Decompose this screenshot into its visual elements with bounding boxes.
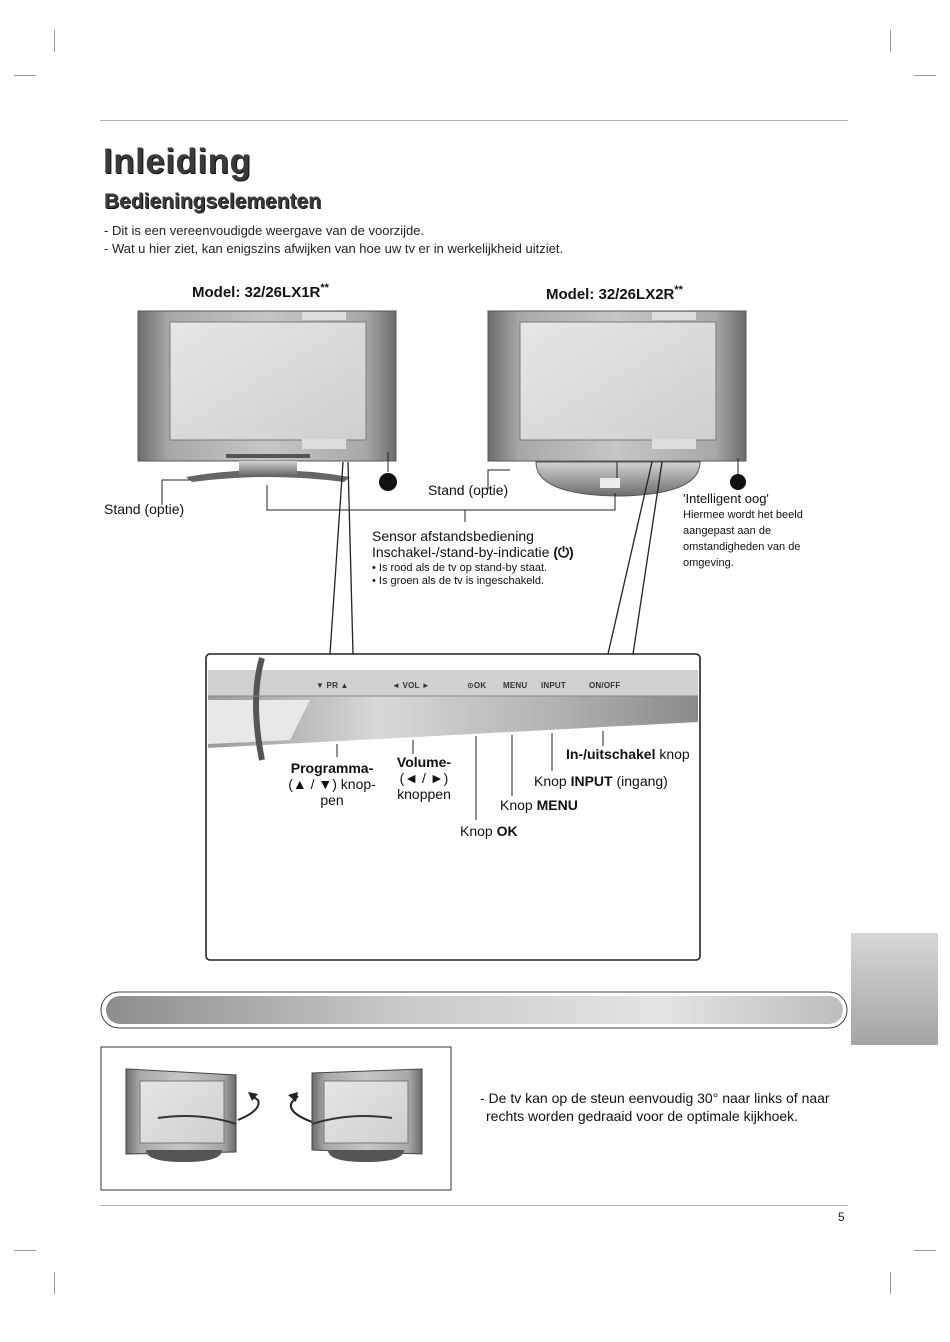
zoom-lines xyxy=(329,461,663,655)
menu-button-label: Knop MENU xyxy=(500,797,578,813)
top-rule xyxy=(100,120,848,121)
side-tab xyxy=(851,933,938,1045)
sensor-note: • Is groen als de tv is ingeschakeld. xyxy=(372,575,544,587)
crop-mark xyxy=(14,1250,36,1251)
panel-label-input: INPUT xyxy=(541,681,566,690)
tv-right xyxy=(487,310,747,497)
crop-mark xyxy=(54,30,55,52)
crop-mark xyxy=(54,1272,55,1294)
intelligent-eye-desc: aangepast aan de xyxy=(683,525,772,537)
swivel-text: - De tv kan op de steun eenvoudig 30° na… xyxy=(480,1090,830,1124)
volume-buttons-label: Volume- (◄ / ►) knoppen xyxy=(396,754,452,802)
page-title: Inleiding xyxy=(103,142,252,181)
sensor-note: • Is rood als de tv op stand-by staat. xyxy=(372,562,548,574)
panel-label-vol: ◄ VOL ► xyxy=(392,681,430,690)
program-buttons-label: Programma- (▲ / ▼) knop- pen xyxy=(288,760,376,808)
intro-line: - Wat u hier ziet, kan enigszins afwijke… xyxy=(104,241,564,256)
sensor-callout: Sensor afstandsbediening Inschakel-/stan… xyxy=(372,528,574,588)
tv-left xyxy=(137,310,397,482)
crop-mark xyxy=(914,1250,936,1251)
stand-right-label: Stand (optie) xyxy=(428,482,509,498)
panel-label-onoff: ON/OFF xyxy=(589,681,621,690)
crop-mark xyxy=(14,75,36,76)
swivel-tv-right xyxy=(311,1068,423,1162)
model-right-title: Model: 32/26LX2R** xyxy=(546,284,683,303)
intro-line: - Dit is een vereenvoudigde weergave van… xyxy=(104,223,425,238)
intro-list: - Dit is een vereenvoudigde weergave van… xyxy=(104,222,563,258)
section-title: Bedieningselementen xyxy=(104,190,322,213)
panel-label-pr: ▼ PR ▲ xyxy=(316,681,349,690)
panel-label-ok: ⊙OK xyxy=(467,681,487,690)
intelligent-eye-desc: omgeving. xyxy=(683,557,734,569)
callout-lines xyxy=(161,452,739,522)
crop-mark xyxy=(890,30,891,52)
rotate-left-arrow-icon xyxy=(290,1095,313,1123)
crop-mark xyxy=(914,75,936,76)
page-number: 5 xyxy=(838,1210,845,1224)
rotate-right-arrow-icon xyxy=(237,1095,260,1121)
onoff-button-label: In-/uitschakel knop xyxy=(566,746,690,762)
panel-callouts xyxy=(336,731,604,820)
input-button-label: Knop INPUT (ingang) xyxy=(534,773,668,789)
panel-label-menu: MENU xyxy=(503,681,528,690)
sensor-dot-right xyxy=(730,474,746,490)
ok-button-label: Knop OK xyxy=(460,823,518,839)
intelligent-eye-callout: 'Intelligent oog' Hiermee wordt het beel… xyxy=(683,491,803,571)
model-left-title: Model: 32/26LX1R** xyxy=(192,282,329,301)
intelligent-eye-desc: omstandigheden van de xyxy=(683,541,801,553)
swivel-tv-left xyxy=(125,1068,237,1162)
crop-mark xyxy=(890,1272,891,1294)
sensor-dot-left xyxy=(379,473,397,491)
standby-indicator-label: Inschakel-/stand-by-indicatie (⏻) xyxy=(372,544,574,560)
intelligent-eye-desc: Hiermee wordt het beeld xyxy=(683,509,803,521)
bottom-rule xyxy=(100,1205,848,1206)
sensor-title: Sensor afstandsbediening xyxy=(372,528,534,544)
intelligent-eye-title: 'Intelligent oog' xyxy=(683,491,769,506)
stand-left-label: Stand (optie) xyxy=(104,501,185,517)
section-pill xyxy=(106,996,843,1024)
